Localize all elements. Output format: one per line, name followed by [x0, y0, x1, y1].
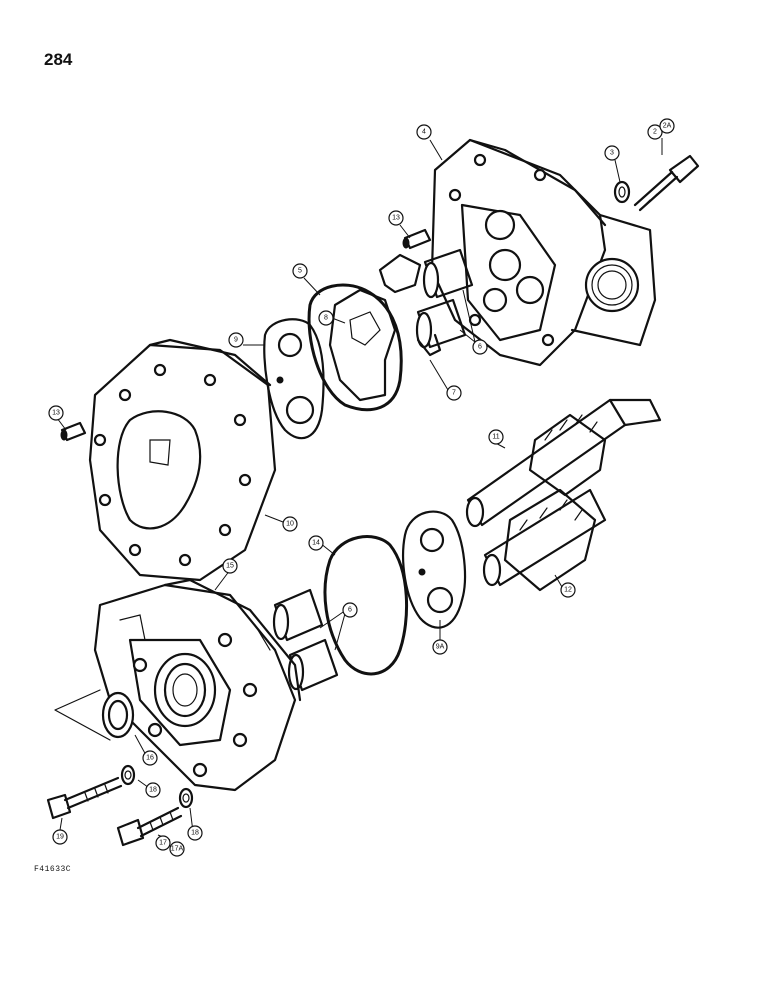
bolt-17	[116, 806, 183, 847]
dowel-13-upper	[402, 228, 432, 250]
wear-plate-9a	[402, 510, 467, 629]
callout-16: 16	[142, 750, 158, 766]
washer-18-lower	[178, 787, 194, 809]
shaft-seal-16	[54, 689, 135, 741]
callout-15: 15	[222, 558, 238, 574]
svg-text:15: 15	[226, 563, 234, 570]
callout-2: 2	[647, 124, 663, 140]
svg-text:4: 4	[422, 129, 426, 136]
svg-text:6: 6	[348, 607, 352, 614]
seal-7	[378, 253, 442, 357]
svg-text:18: 18	[149, 787, 157, 794]
driven-gear-12	[482, 488, 607, 592]
svg-text:16: 16	[146, 755, 154, 762]
svg-text:2: 2	[653, 129, 657, 136]
washer-18-upper	[120, 764, 136, 786]
svg-text:14: 14	[312, 540, 320, 547]
callout-6-upper: 6	[472, 339, 488, 355]
wear-plate-9	[263, 318, 325, 440]
bolt-19	[46, 776, 123, 820]
callout-13-upper: 13	[388, 210, 404, 226]
svg-text:17: 17	[159, 840, 167, 847]
bushing-6-lower-a	[272, 588, 324, 642]
svg-text:17A: 17A	[171, 846, 184, 853]
svg-text:19: 19	[56, 834, 64, 841]
svg-text:12: 12	[564, 587, 572, 594]
o-ring-14	[323, 535, 408, 676]
callout-10: 10	[282, 516, 298, 532]
page-number: 284	[44, 50, 73, 69]
svg-text:8: 8	[324, 315, 328, 322]
callout-11: 11	[488, 429, 504, 445]
rear-housing	[430, 138, 657, 367]
callout-13-lower: 13	[48, 405, 64, 421]
svg-text:18: 18	[191, 830, 199, 837]
svg-text:2A: 2A	[663, 123, 672, 130]
svg-text:6: 6	[478, 344, 482, 351]
leader-lines	[56, 138, 663, 841]
svg-text:11: 11	[492, 434, 499, 441]
svg-text:13: 13	[392, 215, 400, 222]
svg-text:3: 3	[610, 150, 614, 157]
callout-7: 7	[446, 385, 462, 401]
callout-9a: 9A	[432, 639, 448, 655]
callout-5: 5	[292, 263, 308, 279]
dowel-13-lower	[60, 421, 87, 442]
bushing-6-lower-b	[287, 638, 339, 692]
callout-8: 8	[318, 310, 334, 326]
bolt-2	[633, 154, 700, 212]
callout-18-lower: 18	[187, 825, 203, 841]
callout-18-upper: 18	[145, 782, 161, 798]
gear-housing-10	[88, 338, 277, 582]
callout-19: 19	[52, 829, 68, 845]
svg-text:9: 9	[234, 337, 238, 344]
svg-text:9A: 9A	[436, 644, 445, 651]
callout-6-lower: 6	[342, 602, 358, 618]
callout-3: 3	[604, 145, 620, 161]
washer-3	[613, 180, 631, 204]
svg-text:10: 10	[286, 521, 294, 528]
drive-gear-11	[465, 398, 662, 528]
svg-text:13: 13	[52, 410, 60, 417]
callout-12: 12	[560, 582, 576, 598]
drawing-code: F41633C	[34, 865, 72, 874]
callout-17: 17	[155, 835, 171, 851]
callout-9: 9	[228, 332, 244, 348]
front-cover-15	[93, 578, 302, 792]
callout-14: 14	[308, 535, 324, 551]
callout-4: 4	[416, 124, 432, 140]
bushing-6-upper-a	[422, 248, 474, 299]
svg-text:7: 7	[452, 390, 456, 397]
callout-2a: 2A	[659, 118, 675, 134]
callout-17a: 17A	[169, 841, 185, 857]
svg-text:5: 5	[298, 268, 302, 275]
